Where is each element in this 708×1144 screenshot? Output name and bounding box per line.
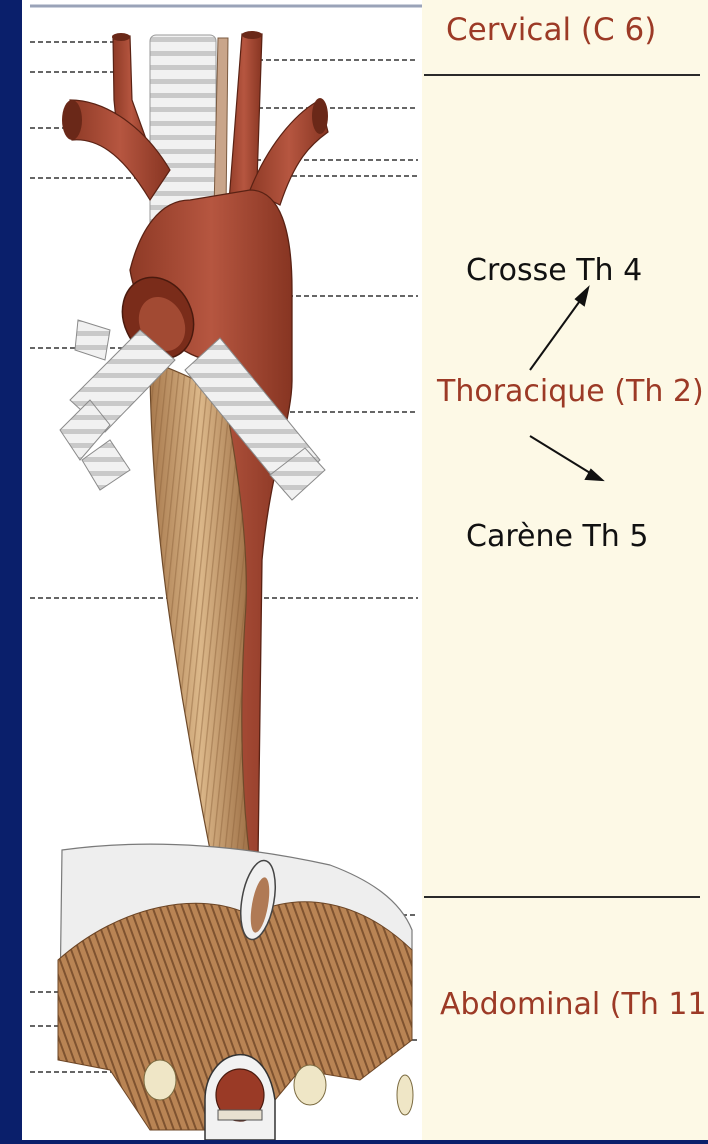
label-abdominal: Abdominal (Th 11) xyxy=(440,990,708,1020)
right-panel xyxy=(422,0,708,1140)
label-crosse: Crosse Th 4 xyxy=(466,256,642,286)
label-cervical: Cervical (C 6) xyxy=(446,15,656,46)
label-thoracique: Thoracique (Th 2) xyxy=(437,377,704,407)
left-frame-bar xyxy=(0,0,22,1140)
label-carene: Carène Th 5 xyxy=(466,522,648,552)
